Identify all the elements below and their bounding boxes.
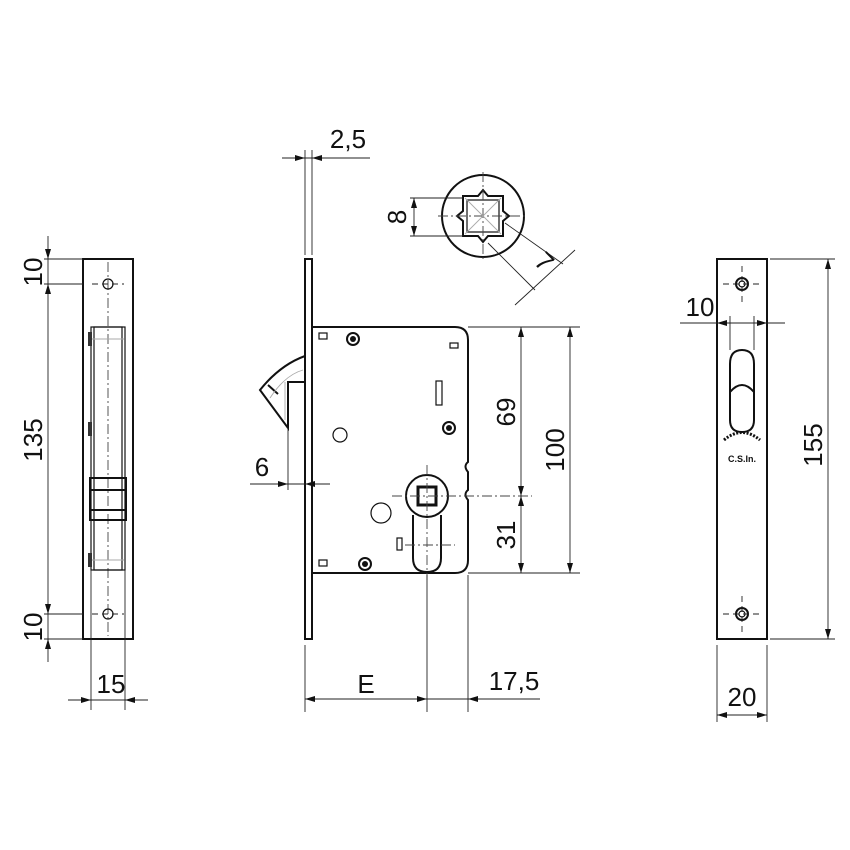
side-view: 10 135 10 15 [18,236,148,710]
faceplate-view: C.S.In. 10 155 20 [680,258,835,722]
hook-slot [729,348,755,434]
front-view: 2,5 6 [250,124,580,712]
dim-slot-width: 10 [686,292,715,322]
dim-center-to-edge: 17,5 [489,666,540,696]
faceplate-outline [716,258,768,640]
dim-upper-height: 69 [491,398,521,427]
faceplate-edge [304,258,313,640]
lock-body-outline [312,326,469,574]
dim-square-diagonal: 7 [529,246,560,277]
star-square-icon [455,188,511,244]
made-in-italy-marking [723,431,761,442]
dim-backset: E [357,669,374,699]
spindle-detail: 8 7 [382,172,576,306]
dim-faceplate-width: 20 [728,682,757,712]
dim-lower-height: 31 [491,521,521,550]
rivet-icon [442,421,456,435]
dim-faceplate-height: 155 [798,423,828,466]
dim-body-height: 100 [540,428,570,471]
dim-body-width: 15 [97,669,126,699]
dim-faceplate-thickness: 2,5 [330,124,366,154]
hook-bolt [258,355,306,432]
dim-bottom-screw-offset: 10 [18,613,48,642]
rivet-icon [358,557,372,571]
dim-screw-spacing: 135 [18,418,48,461]
brand-marking: C.S.In. [728,454,756,464]
rivet-icon [346,332,360,346]
dim-square-width: 8 [382,210,412,224]
dim-hook-projection: 6 [255,452,269,482]
dim-top-screw-offset: 10 [18,258,48,287]
side-body-outline [82,258,134,640]
